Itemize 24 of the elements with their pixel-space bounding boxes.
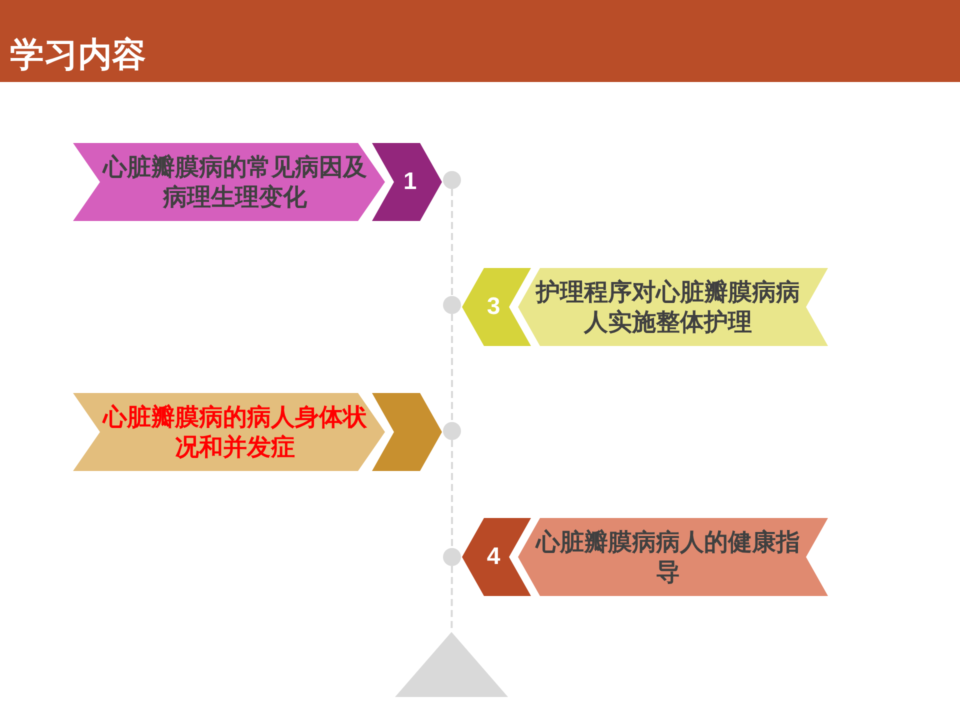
chevron-banner xyxy=(518,268,828,346)
chevron-arrow xyxy=(462,518,531,596)
chevron-banner xyxy=(518,518,828,596)
topic-text: 心脏瓣膜病的常见病因及病理生理变化 xyxy=(101,152,368,212)
dashed-line xyxy=(451,189,453,296)
dashed-line xyxy=(451,440,453,548)
chevron-arrow xyxy=(462,268,531,346)
topic-text: 心脏瓣膜病病人的健康指导 xyxy=(534,527,801,587)
step-number: 4 xyxy=(486,543,500,571)
timeline-dot xyxy=(443,548,461,566)
topic-text: 心脏瓣膜病的病人身体状况和并发症 xyxy=(101,402,368,462)
chevron-banner xyxy=(73,143,385,221)
chevron-banner xyxy=(73,393,385,471)
topic-text: 护理程序对心脏瓣膜病病人实施整体护理 xyxy=(534,277,801,337)
timeline-dot xyxy=(443,422,461,440)
dashed-line xyxy=(451,314,453,422)
timeline-dot xyxy=(443,296,461,314)
step-number: 3 xyxy=(486,293,500,321)
slide-title: 学习内容 xyxy=(10,35,146,76)
triangle xyxy=(395,632,508,697)
step-number: 1 xyxy=(403,168,417,196)
chevron-arrow xyxy=(372,143,442,221)
chevron-arrow xyxy=(372,393,442,471)
timeline-dot xyxy=(443,171,461,189)
